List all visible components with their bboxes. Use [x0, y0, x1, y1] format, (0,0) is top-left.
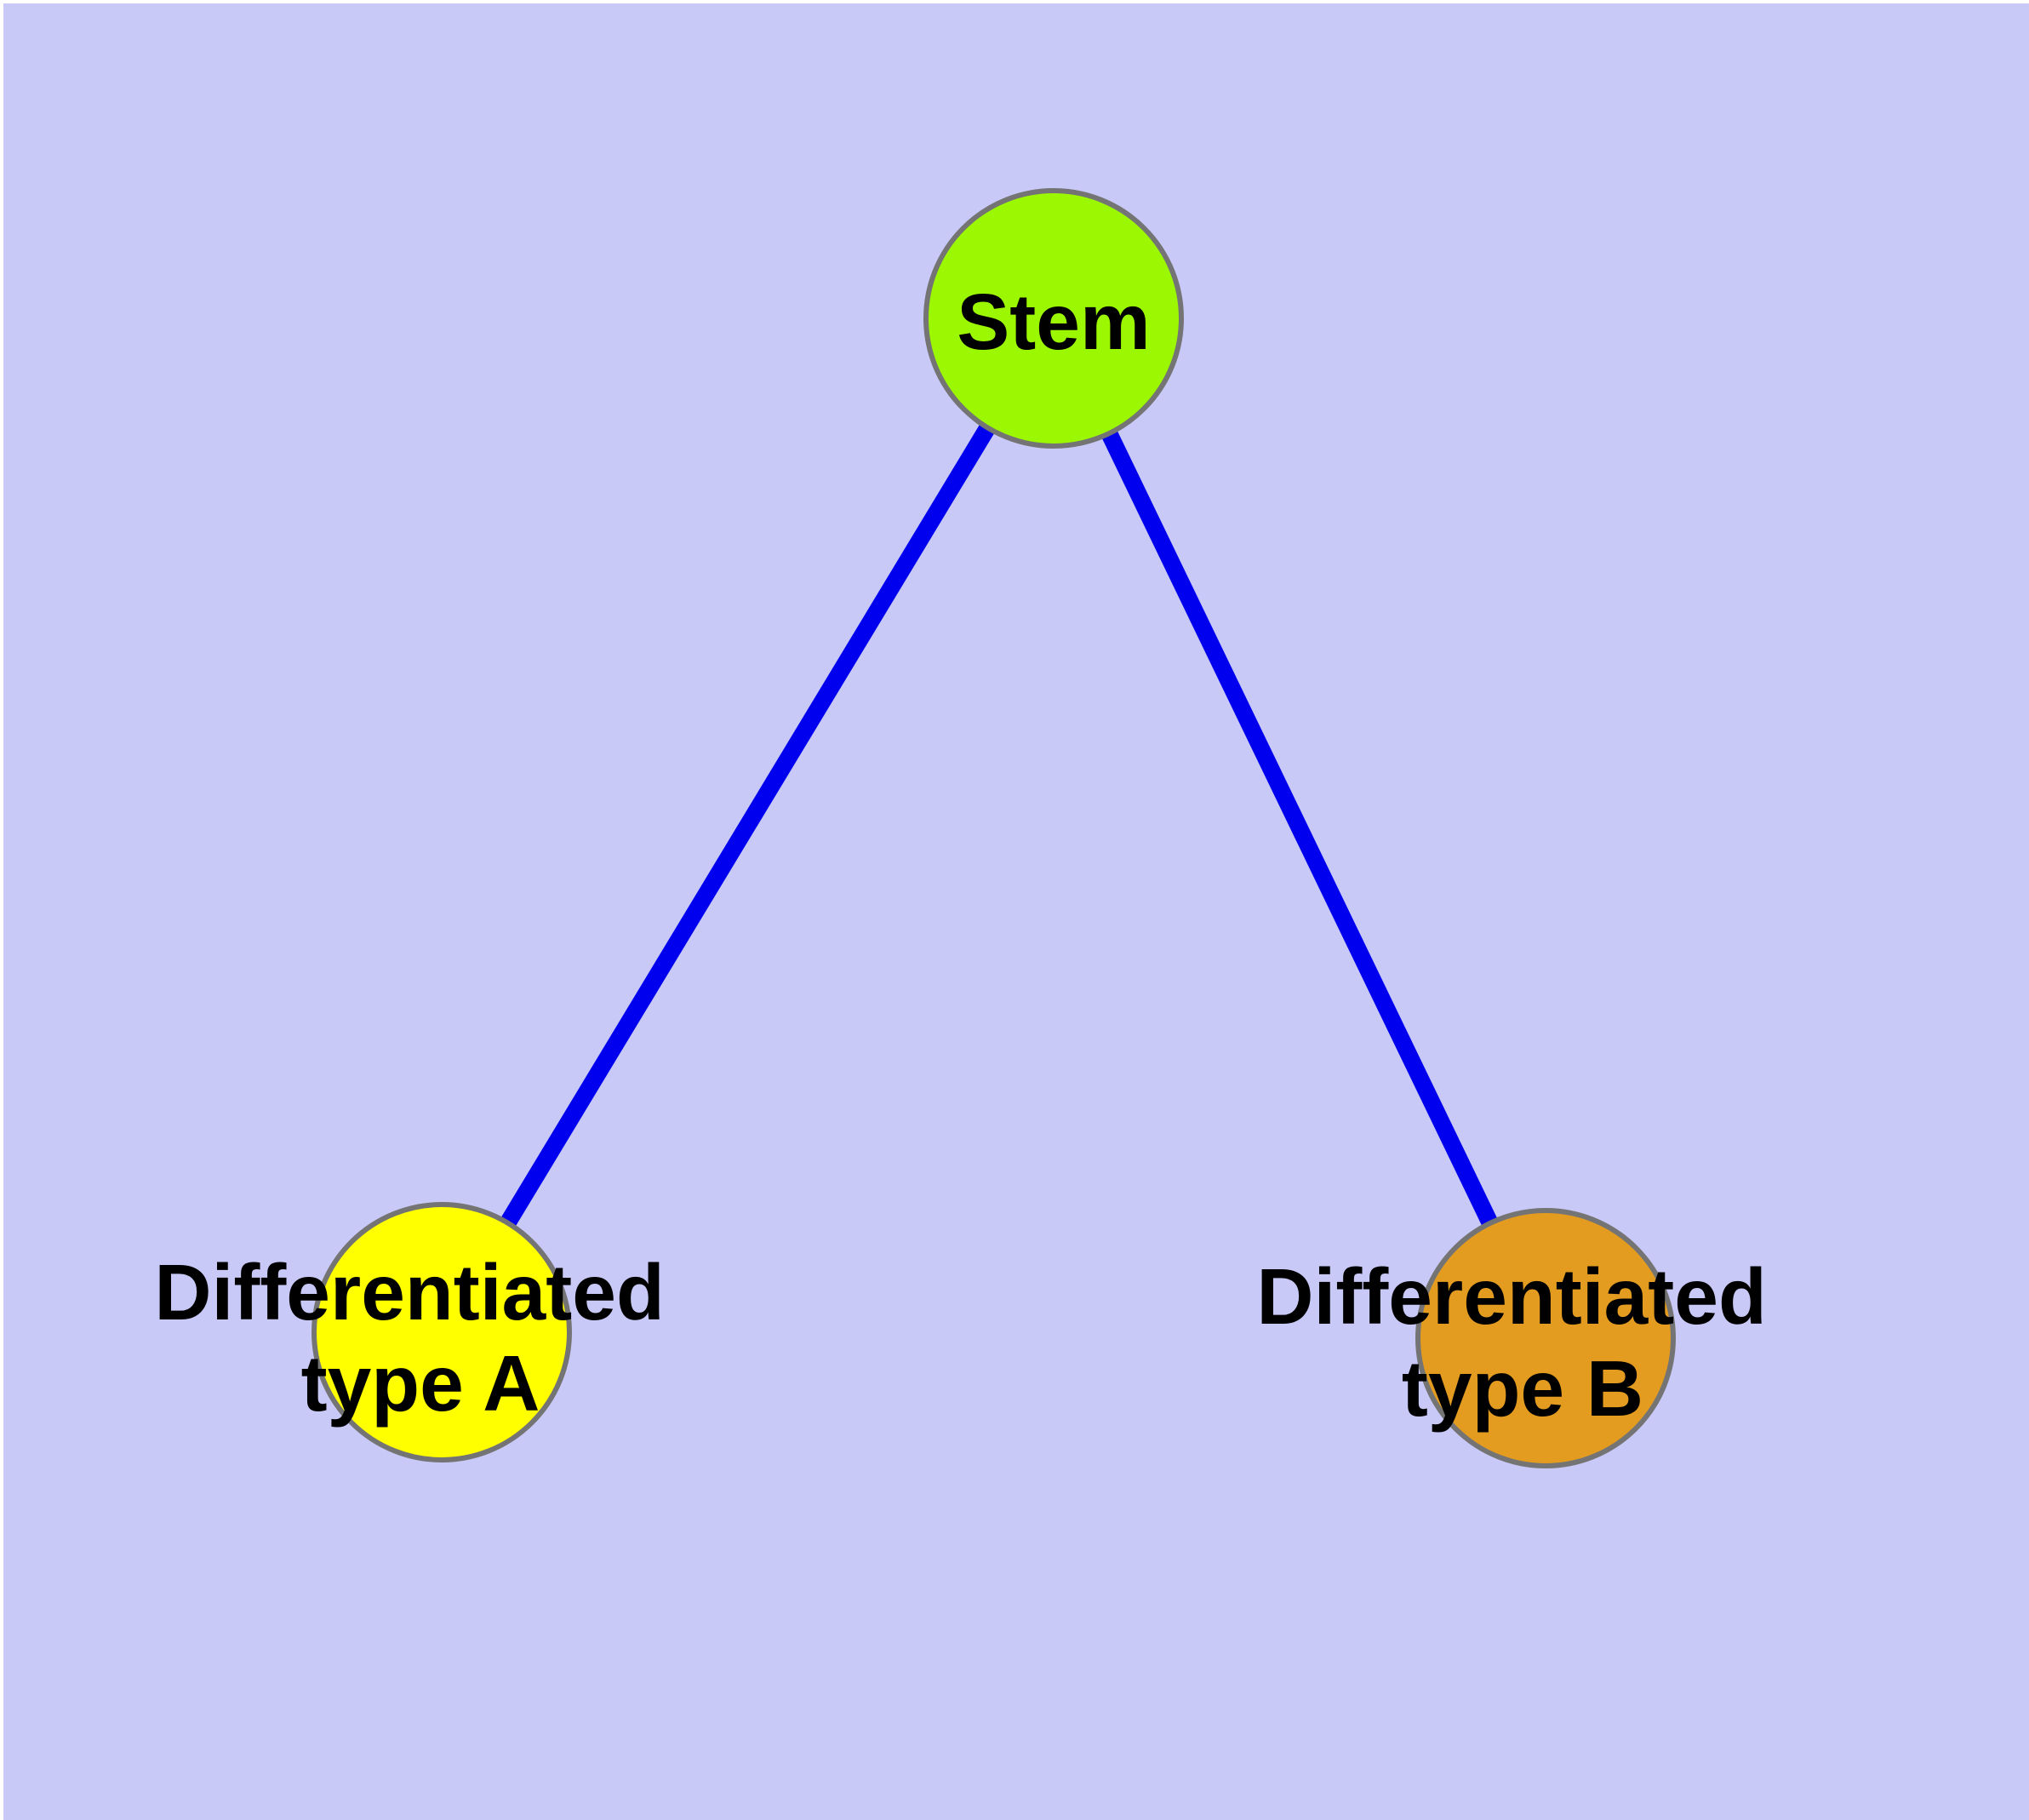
node-stem — [923, 188, 1184, 449]
edges — [434, 313, 1554, 1342]
label-line: type A — [301, 1339, 540, 1428]
edge-stem-to-type-a — [434, 313, 1061, 1337]
label-line: Stem — [957, 278, 1150, 366]
label-line: Differentiated — [154, 1248, 664, 1336]
label-line: type B — [1402, 1344, 1643, 1433]
edge-stem-to-type-b — [1045, 314, 1554, 1342]
node-differentiated-type-a-label: Differentiated type A — [154, 1248, 686, 1428]
nodes — [311, 188, 1676, 1468]
node-differentiated-type-a — [311, 1202, 572, 1462]
node-labels: Stem Differentiated type A Differentiate… — [154, 278, 1788, 1433]
node-stem-label: Stem — [957, 278, 1150, 366]
node-differentiated-type-b-label: Differentiated type B — [1256, 1252, 1788, 1433]
node-differentiated-type-b — [1415, 1208, 1676, 1468]
label-line: Differentiated — [1256, 1252, 1766, 1341]
